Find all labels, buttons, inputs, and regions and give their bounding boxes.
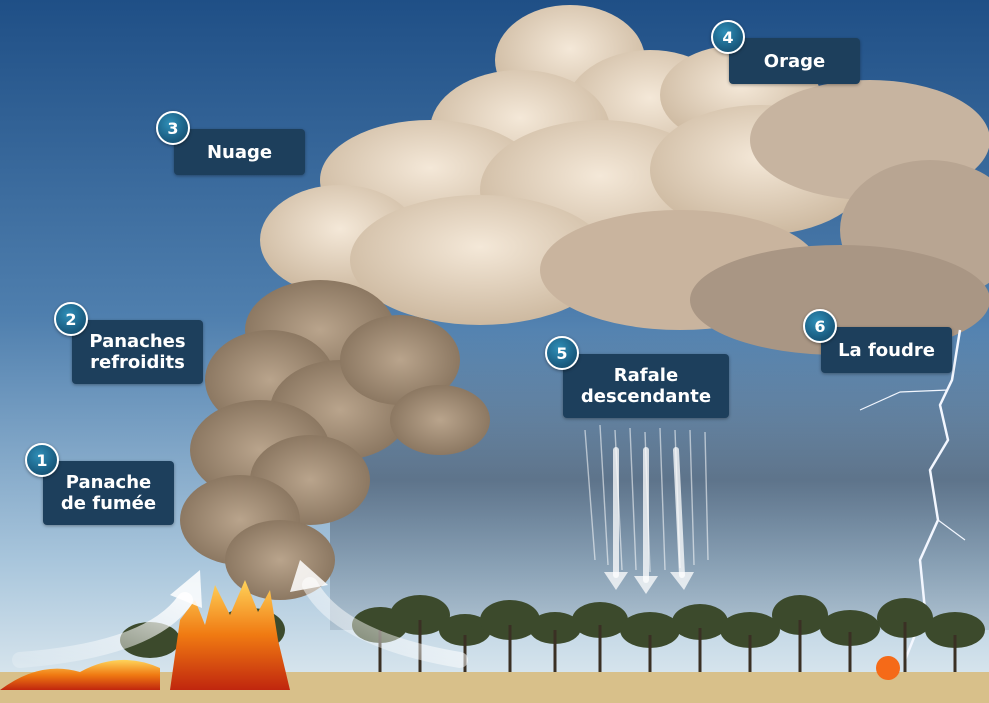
callout-number-badge: 4 [711, 20, 745, 54]
callout-number-badge: 6 [803, 309, 837, 343]
callout-label: Panaches refroidits [72, 320, 203, 384]
smoke-plume [180, 280, 490, 600]
callout-number-badge: 1 [25, 443, 59, 477]
callout-label: La foudre [821, 327, 952, 373]
callout-label: Rafale descendante [563, 354, 729, 418]
callout-number-badge: 3 [156, 111, 190, 145]
callout-number-badge: 2 [54, 302, 88, 336]
downburst-arrows [613, 447, 685, 583]
callout-label: Nuage [174, 129, 305, 175]
wildfire [0, 580, 900, 690]
callout-label: Panache de fumée [43, 461, 174, 525]
lightning-bolt [859, 329, 966, 661]
callout-label: Orage [729, 38, 860, 84]
updraft-arrows [12, 577, 468, 668]
callout-number-badge: 5 [545, 336, 579, 370]
storm-cloud [260, 5, 989, 355]
